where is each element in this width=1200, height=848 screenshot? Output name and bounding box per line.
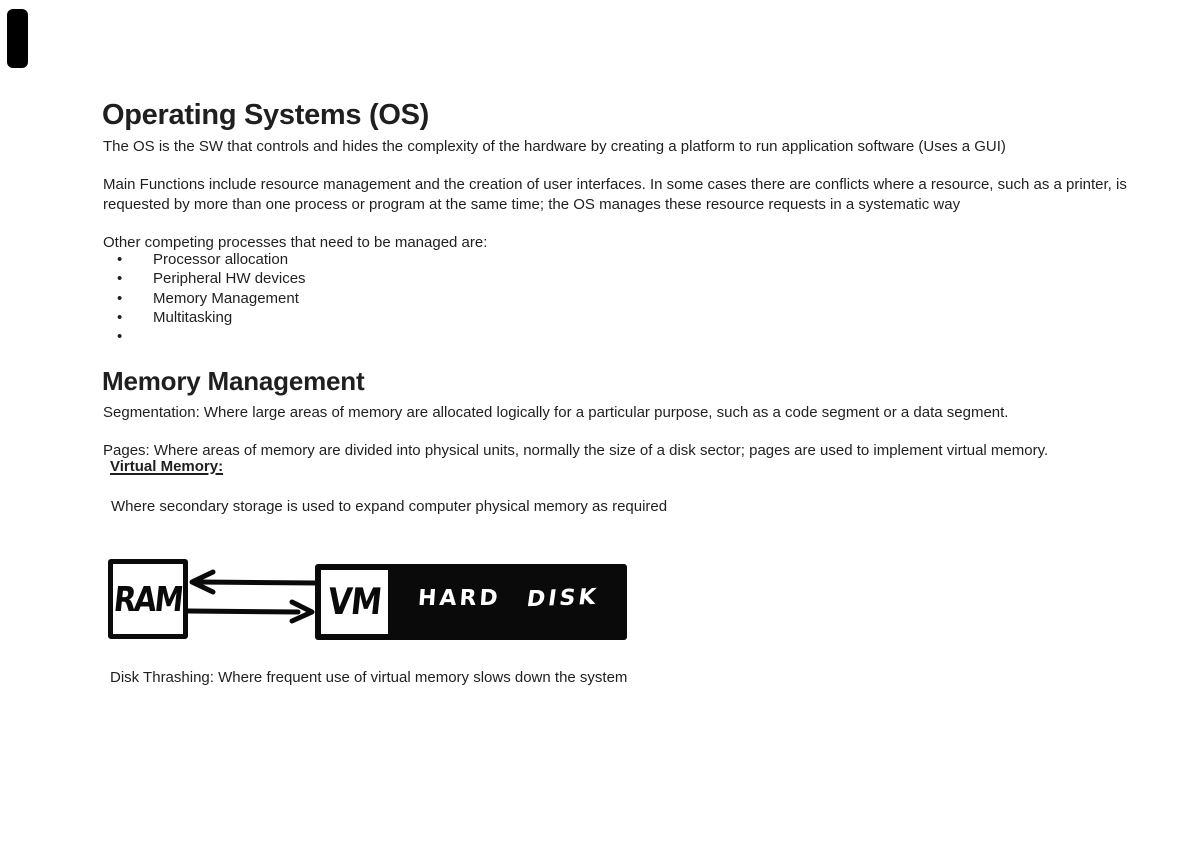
arrow-to-vm-line: [186, 608, 301, 615]
page-title: Operating Systems (OS): [102, 99, 429, 131]
section-heading-memory-management: Memory Management: [102, 366, 365, 396]
intro-paragraph: The OS is the SW that controls and hides…: [103, 138, 1006, 155]
competing-processes-list: • Processor allocation • Peripheral HW d…: [103, 251, 306, 347]
diagram-hard-disk-box: VM HARD DISK: [315, 564, 627, 640]
hard-label: HARD: [417, 586, 502, 611]
ram-label: RAM: [112, 578, 184, 620]
main-functions-line-1: Main Functions include resource manageme…: [103, 176, 1127, 193]
vm-label: VM: [325, 580, 384, 624]
list-item-label: Memory Management: [153, 289, 299, 307]
page-corner-marker: [7, 9, 28, 68]
disk-label: DISK: [525, 584, 601, 613]
bullet-icon: •: [117, 251, 123, 268]
arrow-to-vm-head: [289, 599, 315, 624]
arrow-to-ram-head: [189, 569, 216, 595]
list-item: • Multitasking: [103, 309, 306, 328]
bullet-icon: •: [117, 289, 123, 307]
main-functions-paragraph: Main Functions include resource manageme…: [103, 175, 1127, 214]
arrow-to-ram-line: [197, 579, 320, 586]
diagram-ram-box: RAM: [108, 559, 188, 639]
virtual-memory-heading: Virtual Memory:: [110, 458, 224, 475]
list-item-label: Peripheral HW devices: [153, 270, 306, 288]
pages-paragraph: Pages: Where areas of memory are divided…: [103, 442, 1049, 459]
main-functions-line-2: requested by more than one process or pr…: [103, 195, 961, 213]
list-item: • Processor allocation: [103, 251, 306, 270]
list-item: • Peripheral HW devices: [103, 270, 306, 289]
competing-processes-intro: Other competing processes that need to b…: [103, 234, 488, 251]
list-item-label: Processor allocation: [153, 251, 289, 268]
virtual-memory-description: Where secondary storage is used to expan…: [111, 498, 668, 515]
list-item-empty: •: [103, 328, 306, 347]
bullet-icon: •: [117, 270, 123, 288]
diagram-arrows: [186, 569, 320, 624]
bullet-icon: •: [117, 308, 123, 326]
disk-thrashing-paragraph: Disk Thrashing: Where frequent use of vi…: [110, 669, 628, 686]
list-item: • Memory Management: [103, 290, 306, 309]
segmentation-paragraph: Segmentation: Where large areas of memor…: [103, 404, 1009, 421]
bullet-icon: •: [117, 328, 123, 346]
list-item-label: Multitasking: [153, 308, 233, 326]
diagram-vm-cell: VM: [321, 570, 388, 634]
